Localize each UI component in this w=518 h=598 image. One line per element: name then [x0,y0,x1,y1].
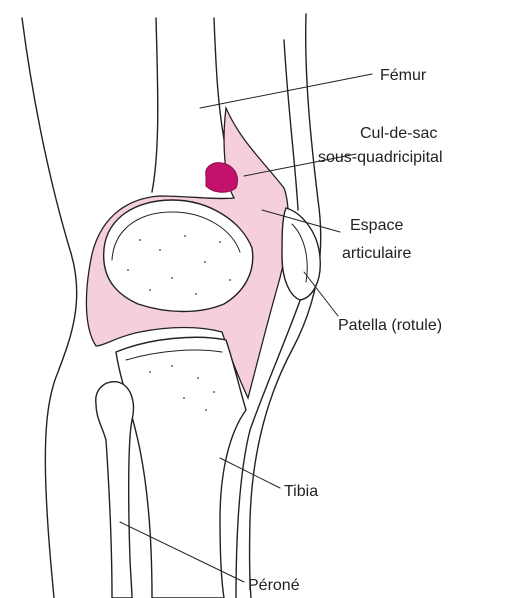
fibula [96,382,134,598]
leg-outline-back [22,18,77,598]
leader-tibia [220,458,280,488]
label-perone: Péroné [248,577,300,594]
label-femur: Fémur [380,67,427,84]
tibial-plateau [116,337,246,598]
label-cul-de-sac-line1: Cul-de-sac [360,125,437,142]
label-tibia: Tibia [284,483,318,500]
label-patella: Patella (rotule) [338,317,442,334]
label-espace-line1: Espace [350,217,403,234]
label-espace-line2: articulaire [342,245,411,262]
leader-femur [200,74,372,108]
label-cul-de-sac-line2: sous-quadricipital [318,149,443,166]
